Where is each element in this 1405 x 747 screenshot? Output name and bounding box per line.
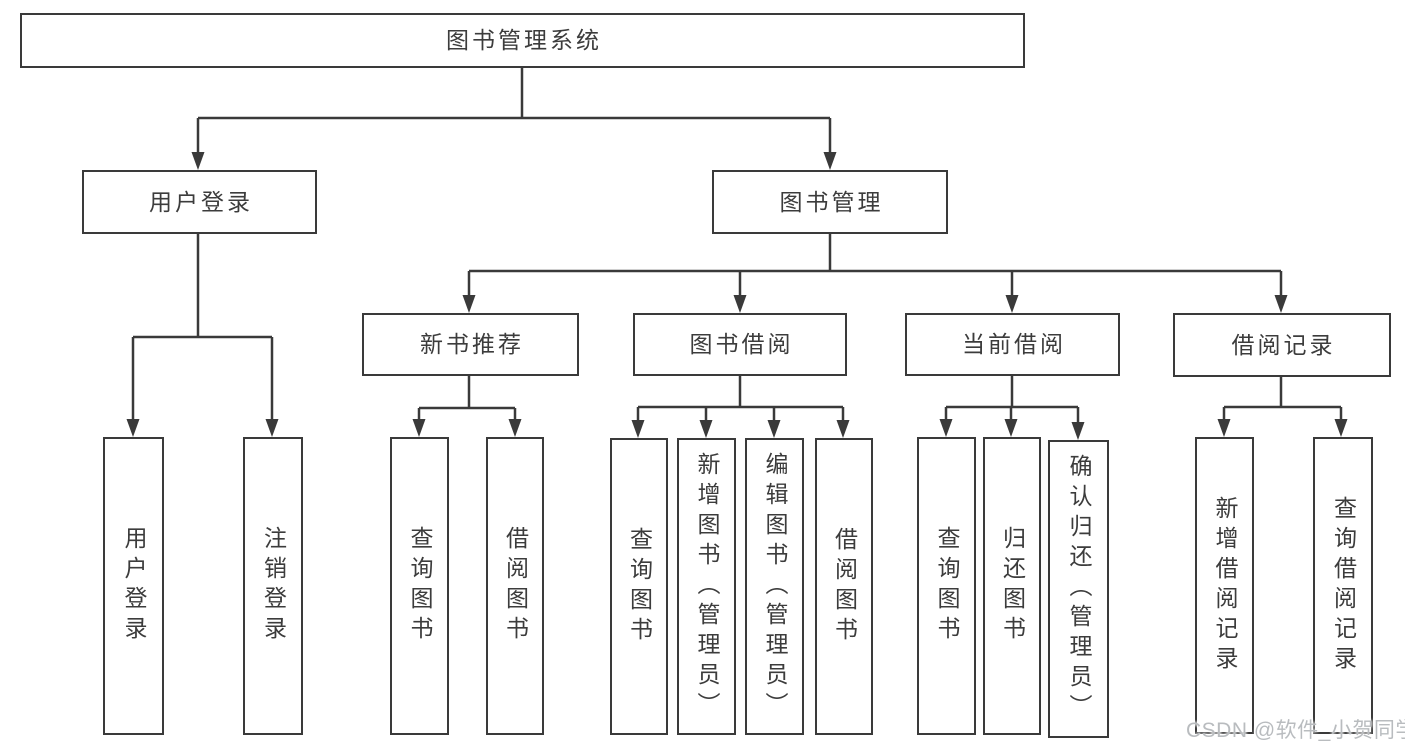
arrow-icon	[265, 419, 279, 437]
arrow-icon	[823, 152, 837, 170]
leaf-recommend-borrow-books: 借阅图书	[486, 437, 544, 735]
node-new-book-recommend: 新书推荐	[362, 313, 579, 376]
arrow-icon	[412, 419, 426, 437]
recommend-branch-line	[417, 376, 517, 421]
borrow-branch-line	[636, 376, 845, 422]
records-branch-line	[1222, 377, 1343, 421]
arrow-icon	[836, 420, 850, 438]
leaf-borrow-books: 借阅图书	[815, 438, 873, 735]
arrow-icon	[1334, 419, 1348, 437]
book-management-branch-line	[467, 234, 1283, 297]
leaf-add-books-admin: 新增图书（管理员）	[677, 438, 736, 735]
arrow-icon	[1005, 295, 1019, 313]
node-book-management: 图书管理	[712, 170, 948, 234]
arrowheads	[126, 152, 1348, 440]
node-current-borrow: 当前借阅	[905, 313, 1120, 376]
arrow-icon	[1004, 419, 1018, 437]
arrow-icon	[508, 419, 522, 437]
leaf-return-books: 归还图书	[983, 437, 1041, 735]
current-branch-line	[944, 376, 1080, 424]
arrow-icon	[1071, 422, 1085, 440]
root-to-level2-line	[196, 68, 832, 154]
user-login-branch-line	[131, 234, 274, 421]
arrow-icon	[191, 152, 205, 170]
node-borrow-records: 借阅记录	[1173, 313, 1391, 377]
arrow-icon	[1274, 295, 1288, 313]
arrow-icon	[699, 420, 713, 438]
node-root-system: 图书管理系统	[20, 13, 1025, 68]
node-user-login: 用户登录	[82, 170, 317, 234]
leaf-borrow-query-books: 查询图书	[610, 438, 668, 735]
arrow-icon	[1217, 419, 1231, 437]
leaf-logout-login: 注销登录	[243, 437, 303, 735]
node-book-borrow: 图书借阅	[633, 313, 847, 376]
arrow-icon	[631, 420, 645, 438]
leaf-recommend-query-books: 查询图书	[390, 437, 449, 735]
leaf-query-borrow-record: 查询借阅记录	[1313, 437, 1373, 734]
leaf-current-query-books: 查询图书	[917, 437, 976, 735]
leaf-user-login: 用户登录	[103, 437, 164, 735]
arrow-icon	[767, 420, 781, 438]
watermark: CSDN @软件_小贺同学	[1186, 719, 1405, 742]
arrow-icon	[126, 419, 140, 437]
leaf-add-borrow-record: 新增借阅记录	[1195, 437, 1254, 734]
leaf-edit-books-admin: 编辑图书（管理员）	[745, 438, 804, 735]
arrow-icon	[462, 295, 476, 313]
leaf-confirm-return-admin: 确认归还（管理员）	[1048, 440, 1109, 738]
arrow-icon	[939, 419, 953, 437]
arrow-icon	[733, 295, 747, 313]
